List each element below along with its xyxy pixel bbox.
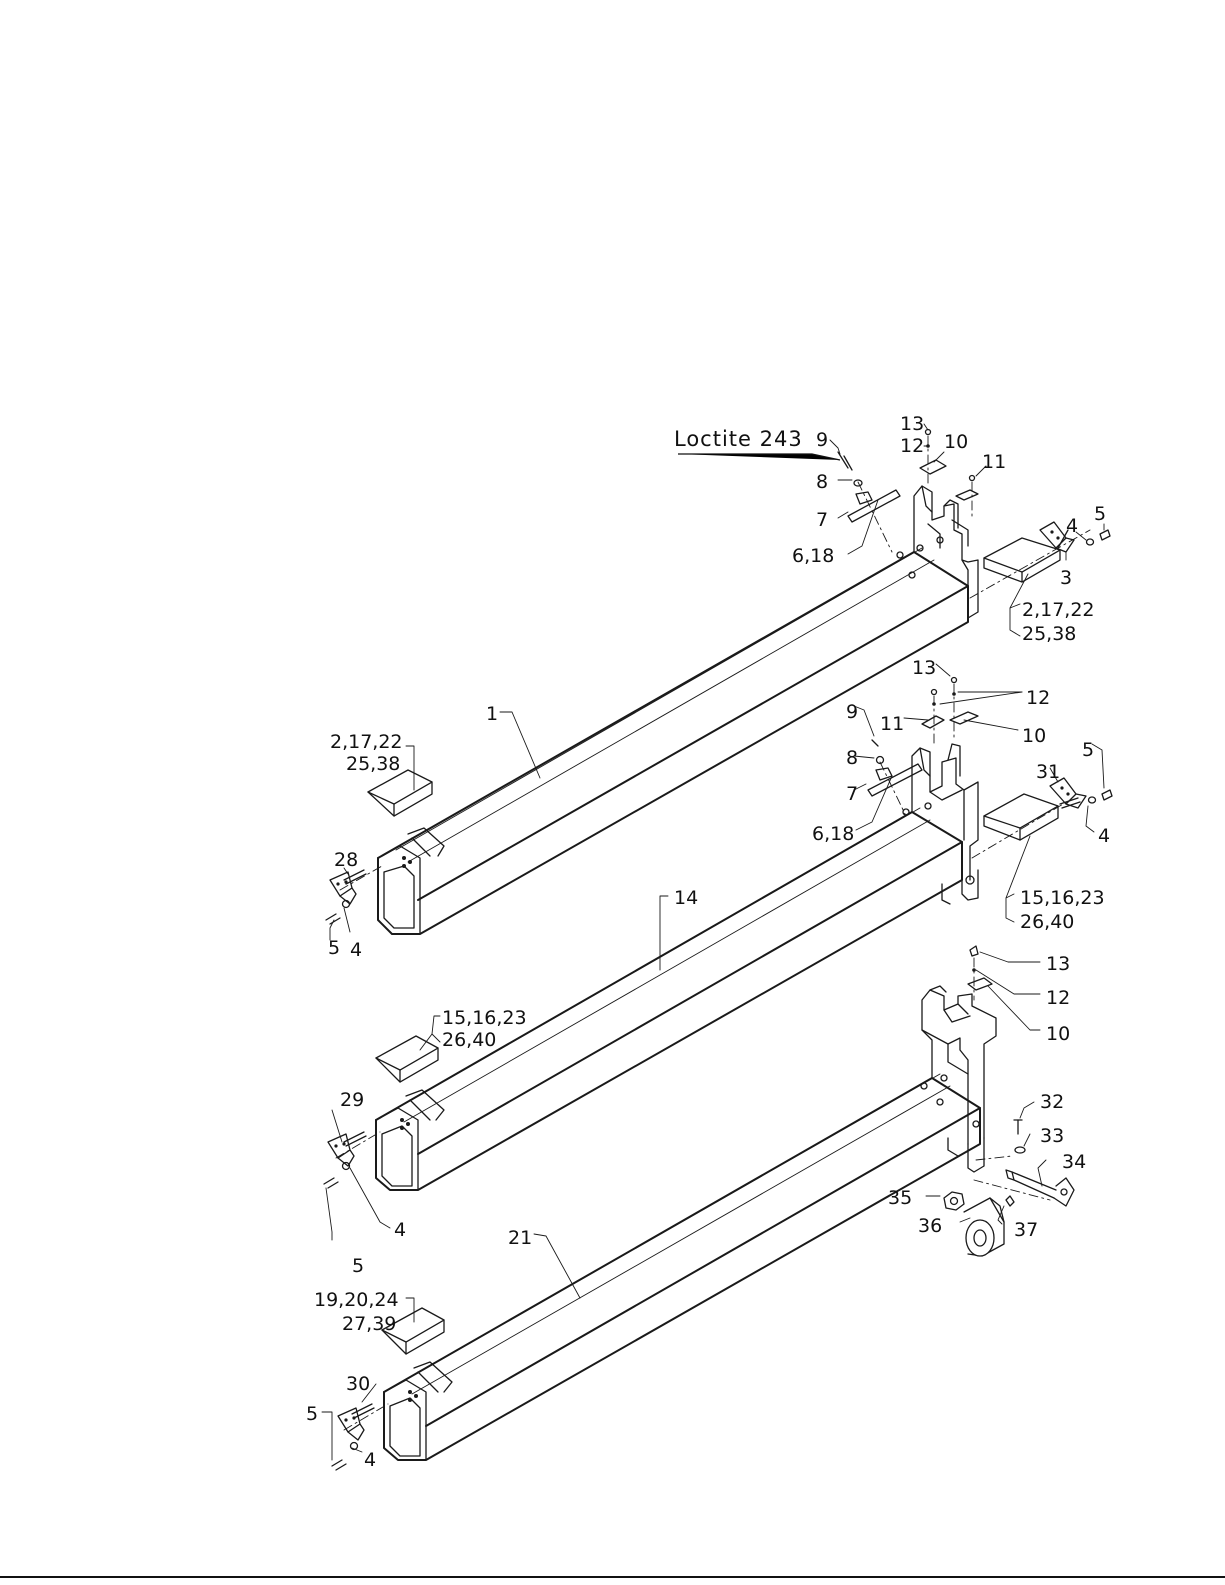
callout-12: 12 [1046,987,1070,1009]
callout-13: 13 [900,413,924,435]
callout-13: 13 [1046,953,1070,975]
callout-6-18: 6,18 [812,823,854,845]
callout-3: 3 [1060,567,1072,589]
callout-2-17-22: 2,17,22 [1022,599,1095,621]
top-hardware [838,430,1110,583]
callout-9: 9 [816,429,828,451]
callout-left-5: 5 [352,1255,364,1277]
callout-26-40: 26,40 [1020,911,1074,933]
callout-12: 12 [900,435,924,457]
callout-4: 4 [1066,515,1078,537]
boom-section-21 [344,986,1050,1460]
callout-labels-top: Loctite 243 9 8 7 6,18 13 12 10 11 4 5 3… [328,413,1106,961]
callout-7: 7 [816,509,828,531]
callout-6-18: 6,18 [792,545,834,567]
callout-33: 33 [1040,1125,1064,1147]
callout-10: 10 [1022,725,1046,747]
callout-9: 9 [846,701,858,723]
callout-5: 5 [1094,503,1106,525]
callout-30: 30 [346,1373,370,1395]
callout-7: 7 [846,783,858,805]
loctite-note: Loctite 243 [674,427,803,451]
callout-28: 28 [334,849,358,871]
callout-11: 11 [880,713,904,735]
callout-left-5: 5 [328,937,340,959]
callout-36: 36 [918,1215,942,1237]
callout-left-25-38: 25,38 [346,753,400,775]
callout-34: 34 [1062,1151,1086,1173]
callout-10: 10 [944,431,968,453]
callout-8: 8 [846,747,858,769]
callout-left-4: 4 [394,1219,406,1241]
callout-31: 31 [1036,761,1060,783]
callout-32: 32 [1040,1091,1064,1113]
callout-10: 10 [1046,1023,1070,1045]
callout-left-4: 4 [364,1449,376,1471]
boom-section-14 [336,744,1070,1190]
callout-labels-middle: 13 12 11 10 9 8 7 6,18 31 5 4 15,16,23 2… [340,657,1110,1277]
callout-21: 21 [508,1227,532,1249]
callout-4: 4 [1098,825,1110,847]
callout-35: 35 [888,1187,912,1209]
callout-1: 1 [486,703,498,725]
callout-left-15-16-23: 15,16,23 [442,1007,527,1029]
callout-25-38: 25,38 [1022,623,1076,645]
callout-11: 11 [982,451,1006,473]
callout-12: 12 [1026,687,1050,709]
callout-left-2-17-22: 2,17,22 [330,731,403,753]
boom-section-1 [340,486,1090,934]
callout-5: 5 [1082,739,1094,761]
callout-8: 8 [816,471,828,493]
leader-lines [322,424,1104,1460]
callout-left-26-40: 26,40 [442,1029,496,1051]
callout-left-19-20-24: 19,20,24 [314,1289,399,1311]
callout-left-5: 5 [306,1403,318,1425]
callout-14: 14 [674,887,698,909]
callout-29: 29 [340,1089,364,1111]
callout-13: 13 [912,657,936,679]
callout-left-4: 4 [350,939,362,961]
callout-15-16-23: 15,16,23 [1020,887,1105,909]
callout-left-27-39: 27,39 [342,1313,396,1335]
callout-37: 37 [1014,1219,1038,1241]
